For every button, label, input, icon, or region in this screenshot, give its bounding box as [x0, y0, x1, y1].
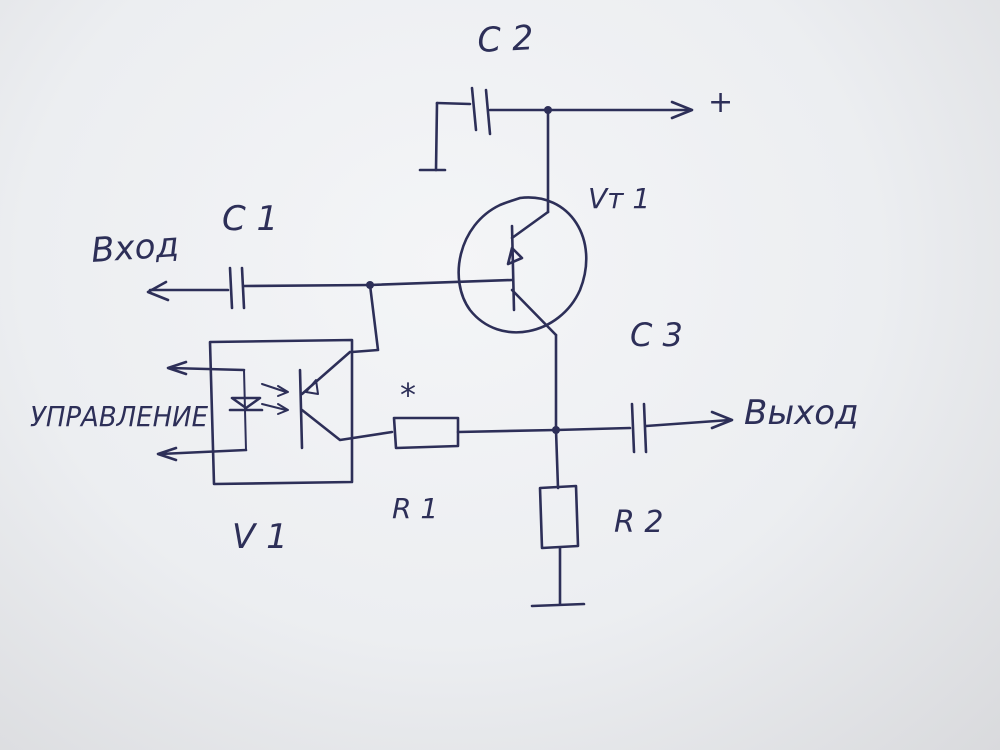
r2-label: R 2: [614, 505, 663, 540]
input-label: Вход: [90, 225, 180, 271]
c3-capacitor: [554, 402, 734, 454]
base-line: [350, 278, 514, 354]
vt1-label: Vт 1: [588, 182, 650, 215]
r2-resistor: [530, 428, 586, 608]
positive-supply-rail: [544, 100, 694, 120]
plus-label: +: [708, 85, 733, 120]
c2-capacitor: [418, 86, 550, 172]
r1-resistor: [392, 416, 558, 450]
c3-label: C 3: [630, 316, 683, 354]
control-label: УПРАВЛЕНИЕ: [30, 400, 208, 433]
c1-label: C 1: [222, 199, 278, 239]
r1-mark-label: *: [400, 376, 416, 414]
v1-optocoupler: [208, 338, 394, 486]
c2-label: C 2: [476, 18, 534, 61]
control-leads: [156, 360, 248, 462]
c1-capacitor: [146, 266, 372, 310]
r1-label: R 1: [392, 492, 438, 525]
output-label: Выход: [744, 393, 859, 433]
vt1-transistor: [457, 108, 588, 432]
v1-label: V 1: [232, 517, 288, 557]
